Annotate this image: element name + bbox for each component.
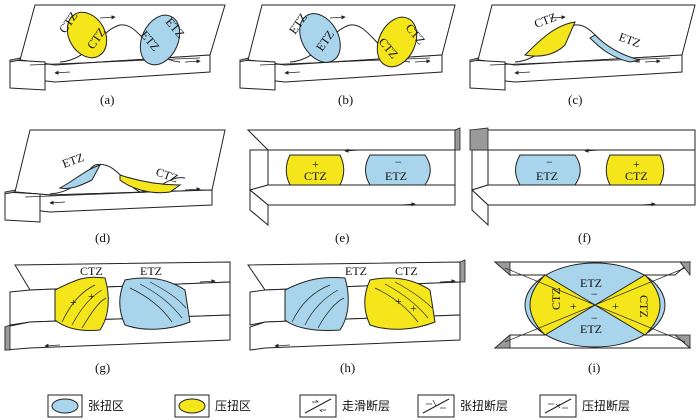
legend-label-compression: 压扭区 (215, 399, 251, 413)
panel-e-caption: (e) (335, 230, 349, 245)
panel-c: CTZ ETZ (c) (469, 4, 696, 107)
ctz-zone (54, 276, 109, 331)
panel-g-label-1: CTZ (80, 264, 103, 278)
legend-label-transpression: 压扭断层 (582, 398, 630, 413)
panel-e-label-1: CTZ (304, 169, 327, 183)
panel-i-label-4: CTZ (637, 295, 651, 318)
legend-label-transtension: 张扭断层 (460, 398, 508, 413)
panel-h: ETZ CTZ + + (h) (247, 259, 466, 375)
svg-text:−: − (591, 287, 598, 301)
panel-i-label-1: ETZ (580, 276, 602, 290)
transtension-fault-symbol-icon (422, 398, 450, 414)
ellipse-yellow-icon (178, 398, 206, 414)
panel-c-caption: (c) (568, 92, 582, 107)
etz-zone (365, 154, 431, 186)
panel-d: ETZ CTZ (d) (4, 129, 226, 245)
panel-f-label-2: CTZ (625, 169, 648, 183)
svg-text:+: + (70, 295, 77, 309)
strike-slip-fault-symbol-icon (304, 398, 332, 414)
panel-i: ETZ ETZ CTZ CTZ − − + + (i) (493, 261, 692, 375)
etz-zone (515, 154, 581, 186)
ctz-zone (529, 274, 596, 336)
ctz-zone (66, 11, 108, 59)
panel-e-label-2: ETZ (385, 169, 407, 183)
panel-b: ETZ ETZ CTZ CTZ (b) (239, 4, 456, 107)
panel-i-caption: (i) (588, 360, 600, 375)
panel-h-caption: (h) (340, 360, 355, 375)
ellipse-blue-icon (51, 398, 79, 414)
svg-text:−: − (591, 311, 598, 325)
panel-g: CTZ ETZ + + (g) (4, 261, 231, 375)
svg-text:+: + (88, 289, 95, 303)
ctz-zone (523, 21, 576, 57)
panel-h-label-2: CTZ (395, 264, 418, 278)
svg-text:+: + (612, 299, 619, 313)
svg-text:−: − (546, 155, 553, 169)
ctz-zone (376, 16, 418, 68)
ctz-zone (119, 174, 182, 194)
panel-f-label-1: ETZ (536, 169, 558, 183)
ctz-zone (594, 274, 661, 336)
etz-zone (139, 14, 181, 66)
panel-g-label-2: ETZ (140, 264, 162, 278)
panel-f: ETZ CTZ − + (f) (468, 127, 696, 245)
svg-text:+: + (570, 299, 577, 313)
etz-zone (58, 164, 102, 189)
panel-a: CTZ CTZ ETZ ETZ (a) (9, 4, 226, 107)
panel-e: CTZ ETZ + − (e) (246, 127, 461, 245)
panel-b-caption: (b) (338, 92, 353, 107)
panel-g-caption: (g) (95, 360, 110, 375)
panel-d-caption: (d) (95, 230, 110, 245)
svg-text:+: + (395, 294, 402, 308)
svg-text:+: + (633, 157, 640, 171)
etz-zone (284, 277, 349, 331)
panel-i-label-3: CTZ (549, 287, 563, 310)
etz-zone (299, 13, 341, 63)
legend-label-strike-slip: 走滑断层 (342, 398, 390, 413)
legend-label-extension: 张扭区 (88, 399, 124, 413)
svg-text:+: + (312, 157, 319, 171)
etz-zone (589, 34, 641, 63)
panel-h-label-1: ETZ (345, 264, 367, 278)
panel-a-caption: (a) (100, 92, 114, 107)
ctz-zone (285, 154, 345, 186)
transpression-fault-symbol-icon (544, 398, 572, 414)
panel-i-label-2: ETZ (580, 322, 602, 336)
ctz-zone (605, 154, 665, 186)
svg-text:+: + (410, 301, 417, 315)
legend: 张扭区 压扭区 走滑断层 张扭断层 压扭断层 (0, 389, 700, 418)
panel-f-caption: (f) (578, 230, 591, 245)
svg-text:−: − (395, 155, 402, 169)
